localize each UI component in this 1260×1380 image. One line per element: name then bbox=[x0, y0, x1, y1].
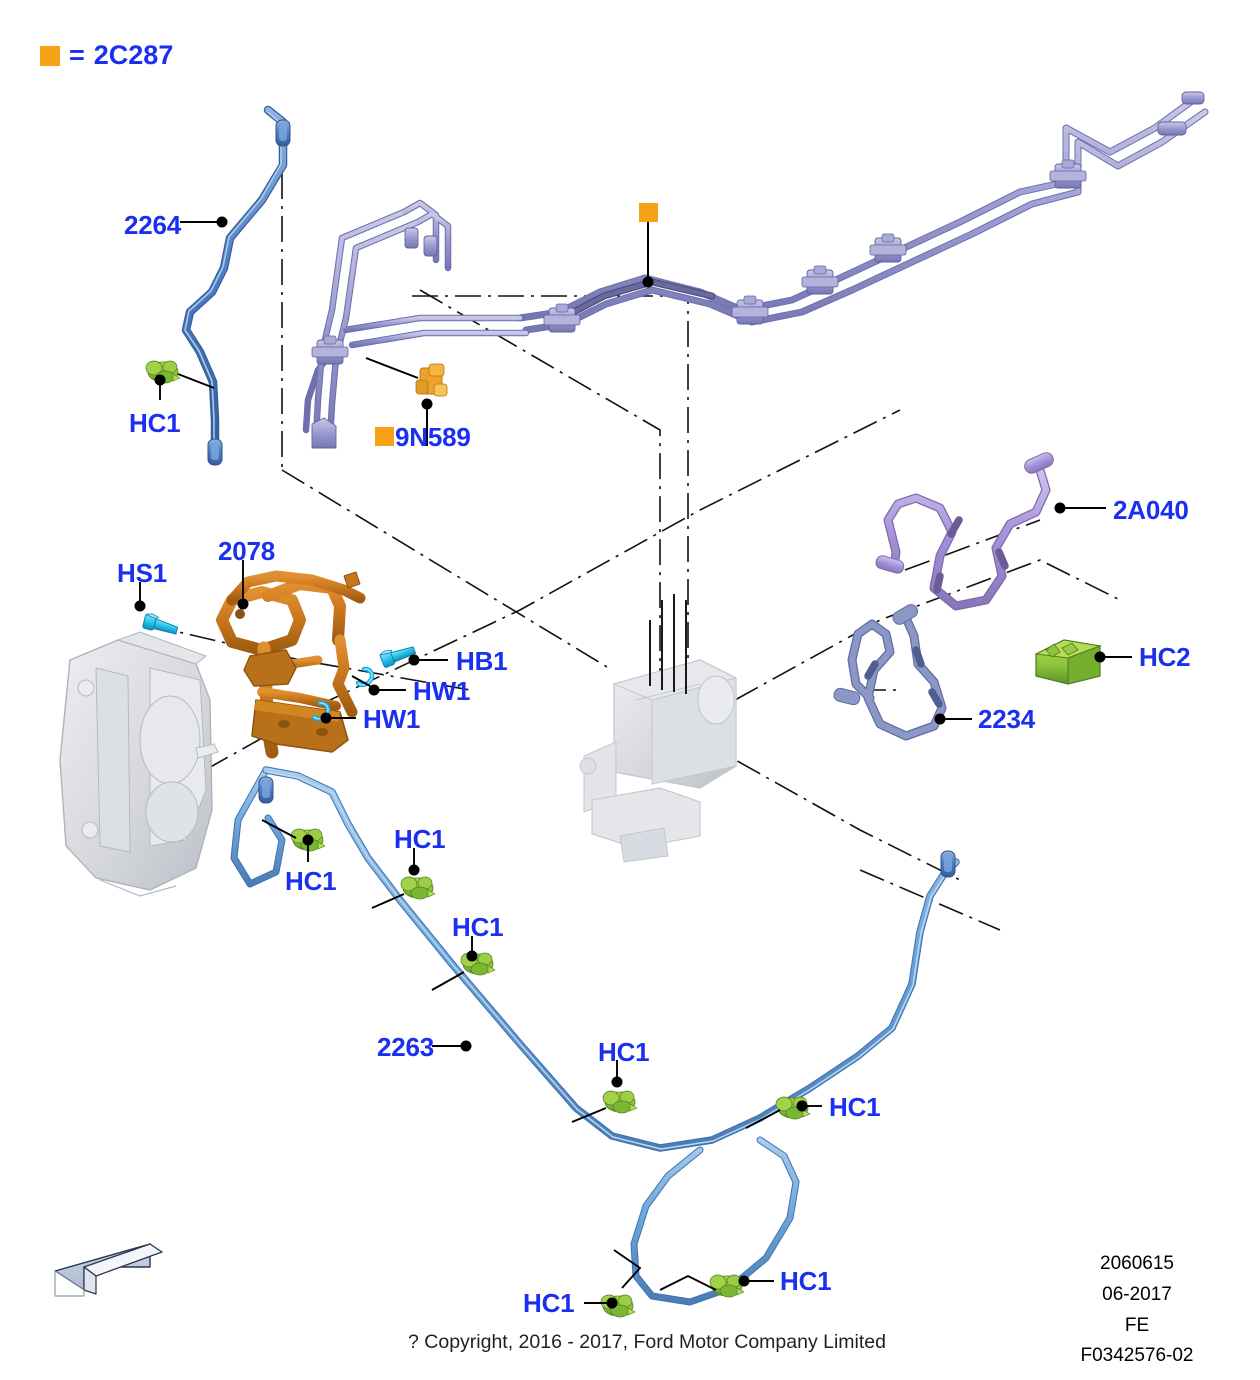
fastener-hs1 bbox=[141, 611, 180, 637]
fitting-2263-left bbox=[258, 776, 274, 804]
tube-2264 bbox=[181, 105, 291, 466]
callout-9n589: 9N589 bbox=[395, 422, 471, 452]
hose-2234-ferrules bbox=[864, 646, 943, 708]
hose-2a040 bbox=[875, 452, 1054, 611]
brake-caliper-phantom bbox=[59, 631, 219, 897]
clip-9n589 bbox=[415, 363, 448, 397]
tube-clamp-4 bbox=[731, 295, 769, 325]
abs-module-phantom bbox=[579, 594, 738, 863]
callout-hc1-b: HC1 bbox=[394, 824, 446, 854]
fitting-2263-right bbox=[940, 850, 956, 878]
refline-module-right bbox=[699, 739, 961, 881]
clip-hc1-d bbox=[602, 1090, 638, 1114]
clip-hc1-g bbox=[600, 1294, 636, 1318]
callout-hc1-2264: HC1 bbox=[129, 408, 181, 438]
callout-hc1-d: HC1 bbox=[452, 912, 504, 942]
refline-bundle-right bbox=[412, 295, 689, 690]
legend-part-code: 2C287 bbox=[93, 40, 174, 70]
fitting-2264-bottom bbox=[207, 438, 223, 466]
marker-leaders bbox=[365, 222, 654, 446]
legend: = 2C287 bbox=[40, 40, 173, 71]
fitting-2264-top bbox=[275, 119, 291, 147]
footer-market: FE bbox=[1124, 1315, 1150, 1336]
clip-hc1-b bbox=[400, 876, 436, 900]
legend-orange-square-icon bbox=[40, 45, 60, 66]
refline-bundle-inner bbox=[419, 289, 661, 686]
footer-date: 06-2017 bbox=[1102, 1284, 1172, 1305]
callout-leaders bbox=[134, 216, 1132, 1309]
hose-2234 bbox=[833, 603, 947, 741]
tube-bundle-lavender bbox=[302, 91, 1209, 449]
callout-hc1-e: HC1 bbox=[598, 1037, 650, 1067]
tube-clamp-1 bbox=[801, 265, 839, 295]
legend-equals-sign: = bbox=[69, 40, 85, 70]
copyright-notice: ? Copyright, 2016 - 2017, Ford Motor Com… bbox=[408, 1331, 886, 1353]
callout-2078: 2078 bbox=[218, 536, 276, 566]
marker-square-2c287-9n589 bbox=[375, 427, 394, 446]
footer-part-number: 2060615 bbox=[1100, 1253, 1174, 1274]
callout-2234: 2234 bbox=[978, 704, 1036, 734]
clip-hc2 bbox=[1034, 639, 1102, 685]
callout-hc1-h: HC1 bbox=[523, 1288, 575, 1318]
callout-hs1: HS1 bbox=[117, 558, 167, 588]
callout-hc1-g: HC1 bbox=[780, 1266, 832, 1296]
tube-clamp-2 bbox=[869, 233, 907, 263]
hose-2a040-ferrules bbox=[933, 516, 1009, 594]
marker-square-2c287-top bbox=[639, 203, 658, 222]
callout-hw1-lower: HW1 bbox=[363, 704, 421, 734]
callout-hw1-upper: HW1 bbox=[413, 676, 471, 706]
callout-hb1: HB1 bbox=[456, 646, 508, 676]
callout-2264: 2264 bbox=[124, 210, 182, 240]
tube-2263 bbox=[230, 766, 960, 1306]
callout-2a040: 2A040 bbox=[1113, 495, 1189, 525]
footer-figure-id: F0342576-02 bbox=[1080, 1345, 1194, 1366]
clip-hc1-c bbox=[460, 952, 496, 976]
callout-2263: 2263 bbox=[377, 1032, 435, 1062]
callout-hc2: HC2 bbox=[1139, 642, 1191, 672]
callout-hc1-f: HC1 bbox=[829, 1092, 881, 1122]
refline-hs1 bbox=[147, 624, 471, 691]
callout-hc1-c: HC1 bbox=[285, 866, 337, 896]
tube-end-fittings bbox=[311, 91, 1205, 449]
leader-9n589-to-tube bbox=[365, 357, 419, 379]
refline-2a040 bbox=[904, 519, 1041, 571]
front-of-vehicle-arrow bbox=[54, 1243, 163, 1297]
refline-2264-diagonal bbox=[281, 469, 613, 671]
